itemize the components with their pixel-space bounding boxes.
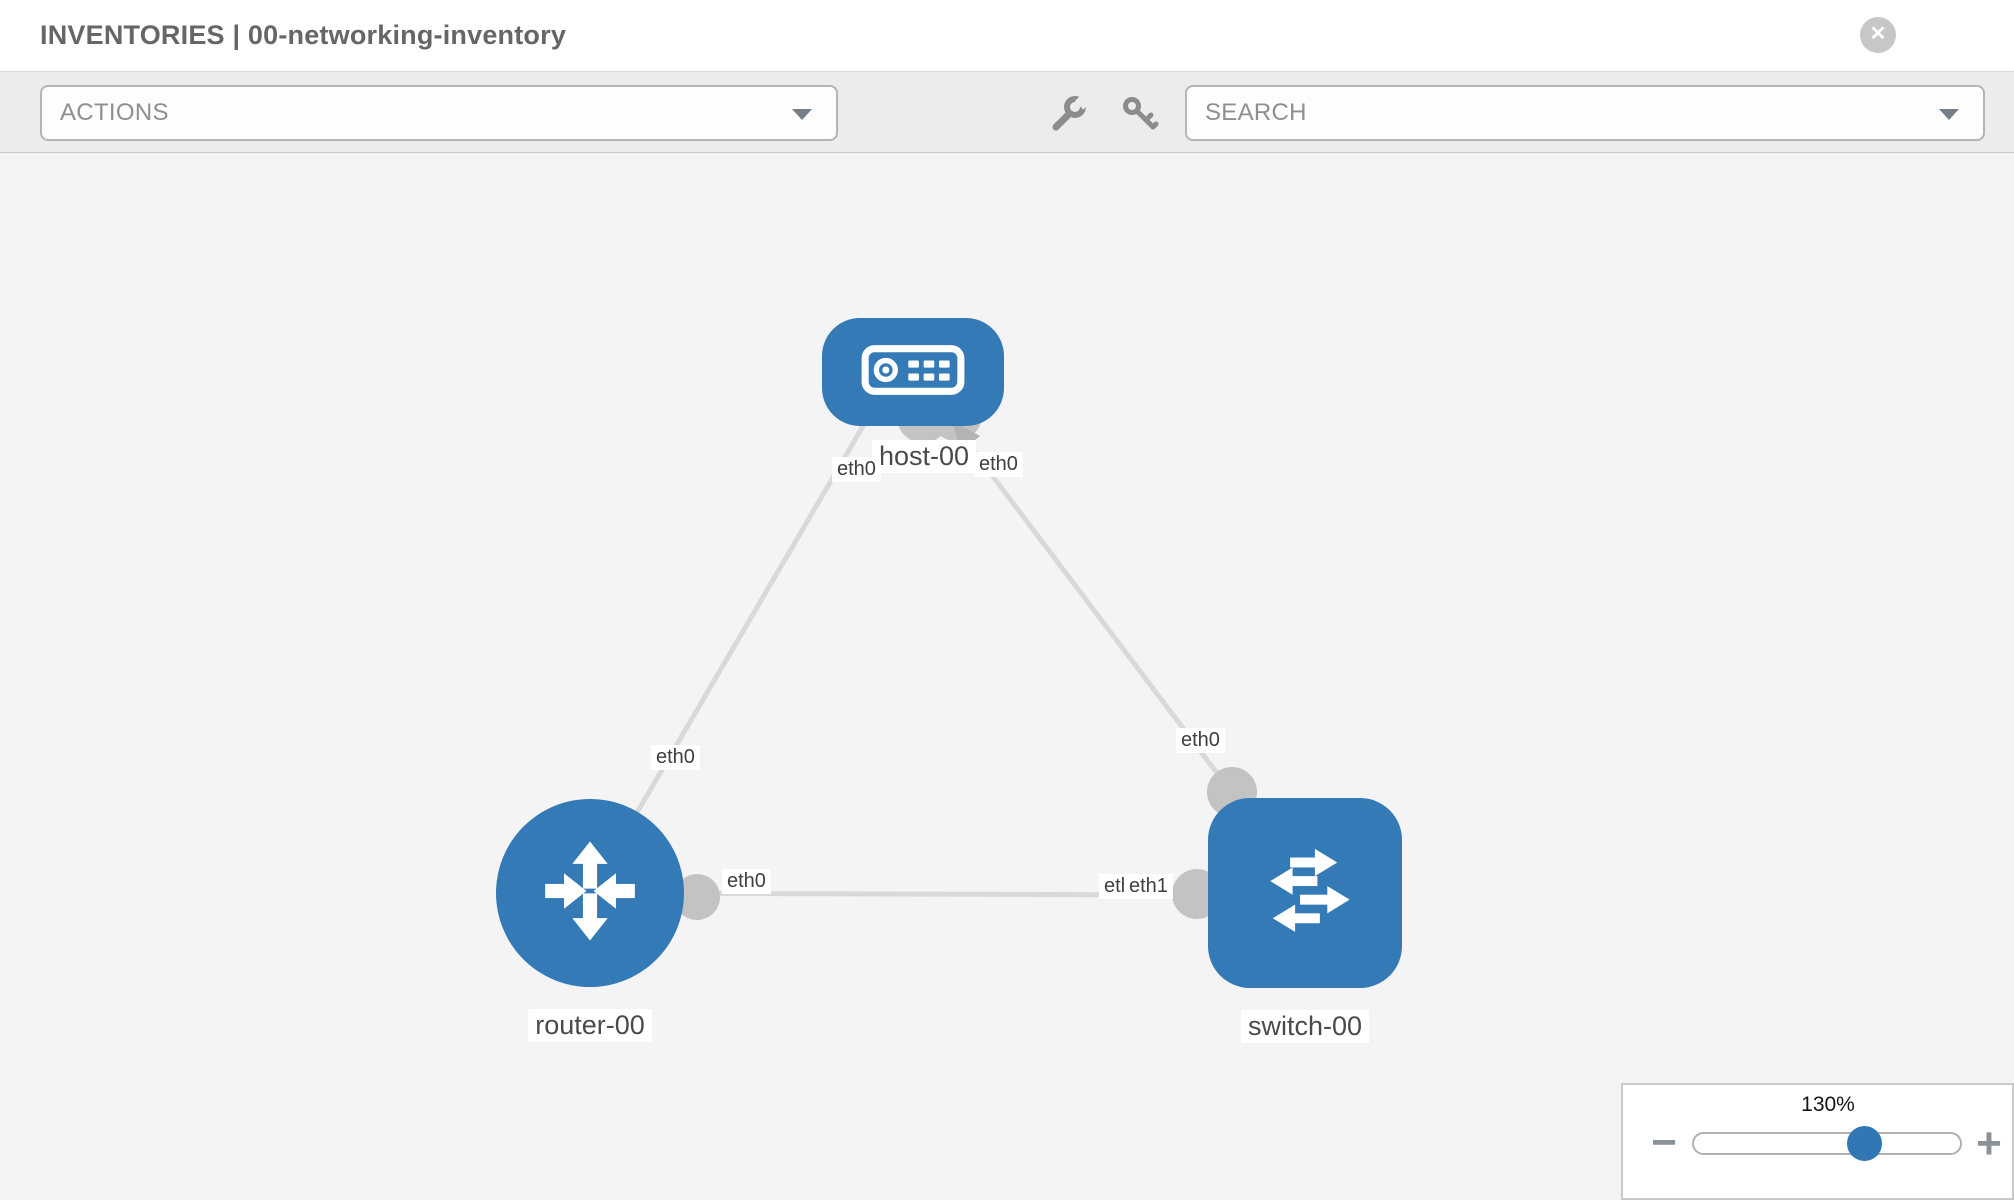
zoom-slider-handle[interactable] [1847, 1126, 1882, 1161]
actions-dropdown-label: ACTIONS [60, 99, 169, 126]
chevron-down-icon [1939, 109, 1959, 120]
zoom-slider-track[interactable] [1692, 1132, 1962, 1155]
node-switch-00[interactable] [1208, 798, 1402, 988]
iface-label-router-link: eth0 [651, 745, 700, 770]
node-host-00[interactable] [822, 318, 1004, 426]
zoom-out-button[interactable]: − [1645, 1121, 1683, 1165]
iface-label-host-left: eth0 [832, 457, 881, 482]
router-icon [531, 832, 649, 955]
key-icon [1120, 94, 1160, 134]
credentials-button[interactable] [1120, 94, 1160, 134]
iface-label-host-right: eth0 [974, 452, 1023, 477]
wrench-icon [1048, 94, 1088, 134]
interface-dot-router-eth0[interactable] [674, 874, 720, 920]
chevron-down-icon [792, 109, 812, 120]
page-title: INVENTORIES | 00-networking-inventory [40, 20, 567, 50]
node-router-00[interactable] [496, 799, 684, 987]
node-label-host: host-00 [871, 440, 977, 473]
iface-label-router-right: eth0 [722, 869, 771, 894]
header: INVENTORIES | 00-networking-inventory ✕ [0, 0, 2014, 71]
search-dropdown-label: SEARCH [1205, 99, 1307, 126]
node-label-switch: switch-00 [1240, 1010, 1370, 1043]
node-label-router: router-00 [528, 1009, 652, 1042]
actions-dropdown[interactable]: ACTIONS [40, 85, 838, 141]
topology-canvas[interactable]: host-00 router-00 switch-00 eth0 eth0 et… [0, 153, 2014, 1200]
configure-button[interactable] [1048, 94, 1088, 134]
iface-label-switch-top: eth0 [1176, 728, 1225, 753]
zoom-in-button[interactable]: + [1969, 1122, 2009, 1166]
search-dropdown[interactable]: SEARCH [1185, 85, 1985, 141]
zoom-control-panel: 130% − + [1621, 1083, 2014, 1200]
host-icon [861, 344, 965, 401]
close-icon: ✕ [1869, 23, 1887, 45]
zoom-level-value: 130% [1801, 1093, 1855, 1116]
close-button[interactable]: ✕ [1860, 17, 1896, 53]
switch-icon [1243, 829, 1367, 958]
topology-links-layer [587, 389, 1257, 920]
iface-label-switch-front: eth1 [1124, 874, 1173, 899]
minus-icon: − [1651, 1118, 1677, 1167]
plus-icon: + [1976, 1119, 2002, 1168]
toolbar: ACTIONS SEARC [0, 71, 2014, 153]
